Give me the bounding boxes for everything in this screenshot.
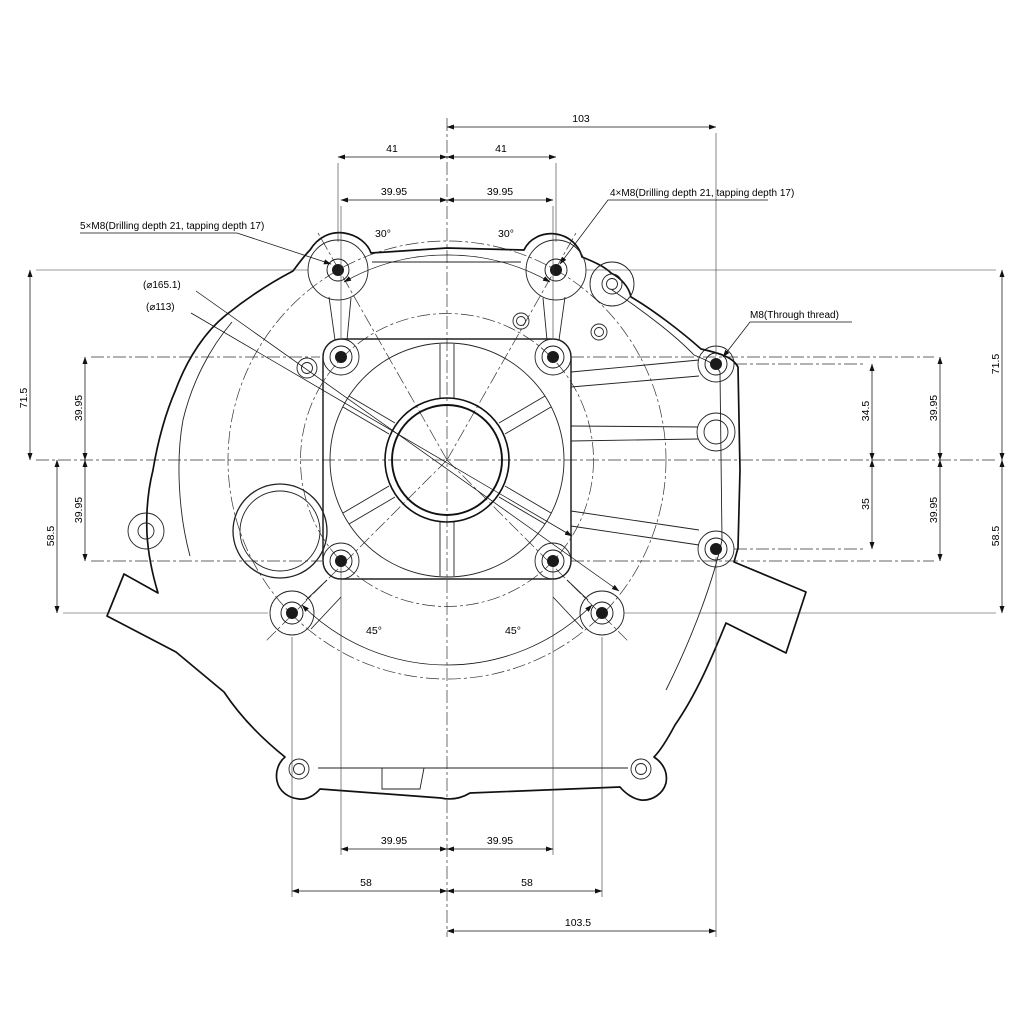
m8-hole-outer-bl (280, 601, 304, 625)
dim-right-585: 58.5 (990, 526, 1002, 547)
oil-seal-boss-inner (239, 490, 321, 572)
dim-angle-30-left: 30° (375, 228, 391, 240)
rib-webs (305, 296, 700, 630)
m8-hole-inner-tr (541, 345, 565, 369)
dim-angle-45-left: 45° (366, 625, 382, 637)
bore-outer (384, 397, 510, 523)
dim-bottom-58-right: 58 (521, 877, 533, 889)
m8-hole-ear-left (326, 258, 350, 282)
dim-top-41-right: 41 (495, 143, 507, 155)
small-hole-left (296, 357, 318, 379)
leader-5xm8 (80, 232, 332, 265)
dim-left-3995-lower: 39.95 (73, 497, 85, 523)
dim-left-3995-upper: 39.95 (73, 395, 85, 421)
dim-right-3995-upper: 39.95 (928, 395, 940, 421)
dim-angle-30-right: 30° (498, 228, 514, 240)
small-hole-top-inner (516, 316, 526, 326)
annotation-texts: 5×M8(Drilling depth 21, tapping depth 17… (80, 188, 839, 321)
small-hole-top-right (590, 323, 608, 341)
dim-top-41-left: 41 (386, 143, 398, 155)
dim-left-585: 58.5 (45, 526, 57, 547)
dim-bottom-3995-right: 39.95 (487, 835, 513, 847)
angle-arc-45-left (301, 604, 448, 666)
hub-spokes (342, 344, 552, 576)
angle-arc-30-right (446, 254, 551, 283)
m8-through-hole-bottom (704, 537, 728, 561)
note-dia-113: (⌀113) (146, 302, 175, 313)
leader-m8-through (722, 321, 852, 358)
leader-4xm8 (559, 199, 768, 265)
plain-ear-boss (589, 261, 635, 307)
tapped-holes (280, 258, 728, 625)
boss-outer-bl (269, 590, 315, 636)
bolt-circle-165 (227, 240, 667, 680)
bottom-lug-right-hole-inner (635, 763, 647, 775)
central-bore (384, 397, 510, 523)
dimension-texts: 103 41 41 39.95 39.95 30° 30° 45° 45° 71… (18, 113, 1002, 929)
plain-ear-hole (601, 273, 623, 295)
plain-ear-hole-inner (606, 278, 618, 290)
bottom-center-notch (381, 767, 425, 790)
left-inner-wall (178, 321, 233, 557)
extension-lines (36, 133, 996, 937)
hub-face-ring (329, 342, 565, 578)
crankcase-outline (106, 231, 807, 801)
note-5xm8: 5×M8(Drilling depth 21, tapping depth 17… (80, 221, 264, 232)
bolt-circle-113 (300, 313, 594, 607)
note-4xm8: 4×M8(Drilling depth 21, tapping depth 17… (610, 188, 794, 199)
dim-top-3995-left: 39.95 (381, 186, 407, 198)
small-hole-top-right-inner (594, 327, 604, 337)
right-mid-hole-inner (703, 419, 729, 445)
m8-hole-inner-tl (329, 345, 353, 369)
m8-hole-outer-br (590, 601, 614, 625)
right-mid-hole-outer (696, 412, 736, 452)
note-dia-165: (⌀165.1) (143, 280, 181, 291)
dim-right-35: 35 (860, 498, 872, 510)
dim-top-103: 103 (572, 113, 590, 125)
leader-dia-113 (190, 312, 573, 537)
leader-lines (80, 199, 852, 592)
dim-bottom-58-left: 58 (360, 877, 372, 889)
dim-right-3995-lower: 39.95 (928, 497, 940, 523)
dim-right-345: 34.5 (860, 401, 872, 422)
bottom-lug-right-hole (630, 758, 652, 780)
left-lug-hole (137, 522, 155, 540)
small-hole-top (512, 312, 530, 330)
part-inner-details (127, 239, 736, 790)
bottom-lug-left-hole-inner (293, 763, 305, 775)
boss-inner-tr (534, 338, 572, 376)
bore-inner (391, 404, 503, 516)
centerlines (36, 118, 996, 937)
dimension-lines (27, 124, 1005, 934)
angle-arc-30-left (343, 254, 448, 283)
dim-top-3995-right: 39.95 (487, 186, 513, 198)
boss-inner-tl (322, 338, 360, 376)
note-m8-through: M8(Through thread) (750, 310, 839, 321)
oil-seal-boss-outer (232, 483, 328, 579)
m8-hole-ear-right (544, 258, 568, 282)
small-hole-left-inner (301, 362, 313, 374)
dim-bottom-1035: 103.5 (565, 917, 591, 929)
dim-bottom-3995-left: 39.95 (381, 835, 407, 847)
leader-dia-165 (195, 290, 620, 592)
dim-right-715: 71.5 (990, 354, 1002, 375)
dim-angle-45-right: 45° (505, 625, 521, 637)
angle-arc-45-right (446, 604, 593, 666)
left-lug-boss (127, 512, 165, 550)
bottom-lug-left-hole (288, 758, 310, 780)
dim-left-715: 71.5 (18, 388, 30, 409)
part-outer-contour (106, 231, 807, 801)
